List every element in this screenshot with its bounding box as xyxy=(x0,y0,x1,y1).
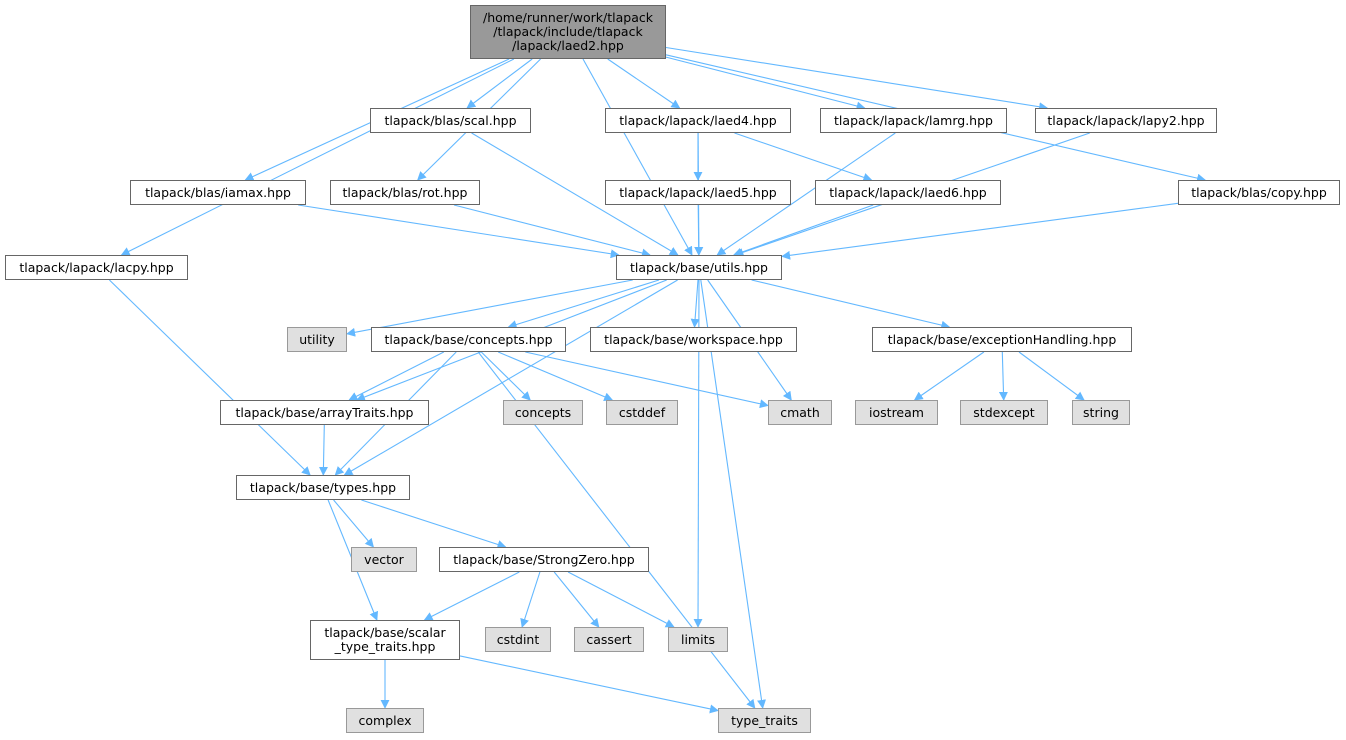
node-scalartraits[interactable]: tlapack/base/scalar _type_traits.hpp xyxy=(310,620,460,660)
edge-iamax-to-utils xyxy=(298,204,620,259)
node-rot[interactable]: tlapack/blas/rot.hpp xyxy=(330,180,480,205)
edge-exception-to-string xyxy=(1018,351,1085,401)
node-lapy2[interactable]: tlapack/lapack/lapy2.hpp xyxy=(1035,108,1217,133)
node-string: string xyxy=(1072,400,1130,425)
edge-root-to-lamrg xyxy=(665,56,866,111)
edge-concepts_hpp-to-cstddef xyxy=(497,351,614,402)
node-lacpy[interactable]: tlapack/lapack/lacpy.hpp xyxy=(5,255,188,280)
node-complex: complex xyxy=(346,708,424,733)
node-copy[interactable]: tlapack/blas/copy.hpp xyxy=(1178,180,1340,205)
node-iamax[interactable]: tlapack/blas/iamax.hpp xyxy=(130,180,306,205)
node-concepts-hpp[interactable]: tlapack/base/concepts.hpp xyxy=(371,327,566,352)
edge-types-to-strongzero xyxy=(361,499,507,549)
node-type-traits: type_traits xyxy=(718,708,811,733)
edge-root-to-scal xyxy=(466,58,533,109)
node-laed4[interactable]: tlapack/lapack/laed4.hpp xyxy=(605,108,791,133)
node-cmath: cmath xyxy=(768,400,832,425)
edge-exception-to-stdexcept xyxy=(998,351,1008,401)
edge-strongzero-to-cassert xyxy=(553,571,600,628)
edge-lacpy-to-types xyxy=(109,279,311,476)
edge-root-to-lapy2 xyxy=(665,46,1049,112)
edge-exception-to-iostream xyxy=(913,351,985,401)
edge-concepts_hpp-to-arraytraits xyxy=(348,351,445,401)
node-strongzero[interactable]: tlapack/base/StrongZero.hpp xyxy=(439,547,649,572)
node-workspace[interactable]: tlapack/base/workspace.hpp xyxy=(590,327,797,352)
edge-scal-to-utils xyxy=(471,132,679,256)
node-lamrg[interactable]: tlapack/lapack/lamrg.hpp xyxy=(820,108,1007,133)
edge-lamrg-to-utils xyxy=(716,132,896,256)
edge-laed6-to-utils xyxy=(732,204,874,257)
node-concepts: concepts xyxy=(503,400,583,425)
edge-utils-to-workspace xyxy=(690,279,700,328)
edge-utils-to-types xyxy=(343,279,678,476)
edge-utils-to-utility xyxy=(346,279,633,337)
node-cstddef: cstddef xyxy=(606,400,678,425)
node-laed5[interactable]: tlapack/lapack/laed5.hpp xyxy=(605,180,791,205)
edge-utils-to-exception xyxy=(751,279,951,330)
node-utility: utility xyxy=(287,327,347,352)
node-cstdint: cstdint xyxy=(485,627,551,652)
edge-root-to-utils xyxy=(582,58,693,256)
edge-root-to-laed4 xyxy=(607,58,681,109)
node-cassert: cassert xyxy=(574,627,644,652)
edge-utils-to-limits xyxy=(693,279,703,628)
edge-scalartraits-to-type_traits xyxy=(459,655,719,714)
edge-laed5-to-utils xyxy=(694,204,704,256)
edge-strongzero-to-cstdint xyxy=(520,571,541,628)
node-utils[interactable]: tlapack/base/utils.hpp xyxy=(616,255,782,280)
edge-utils-to-concepts_hpp xyxy=(507,279,660,329)
node-limits: limits xyxy=(668,627,728,652)
edge-arraytraits-to-types xyxy=(318,424,328,476)
edge-laed4-to-laed6 xyxy=(734,132,873,182)
edge-layer xyxy=(109,46,1207,714)
node-laed6[interactable]: tlapack/lapack/laed6.hpp xyxy=(815,180,1001,205)
edge-copy-to-utils xyxy=(781,202,1179,260)
edge-concepts_hpp-to-cmath xyxy=(525,351,769,409)
edge-strongzero-to-scalartraits xyxy=(423,571,520,621)
edge-strongzero-to-limits xyxy=(567,571,675,628)
node-scal[interactable]: tlapack/blas/scal.hpp xyxy=(370,108,531,133)
edge-types-to-vector xyxy=(333,499,374,548)
node-root[interactable]: /home/runner/work/tlapack /tlapack/inclu… xyxy=(470,5,666,59)
edge-root-to-lacpy xyxy=(120,58,515,256)
edge-rot-to-utils xyxy=(453,204,651,258)
node-stdexcept: stdexcept xyxy=(960,400,1048,425)
node-arraytraits[interactable]: tlapack/base/arrayTraits.hpp xyxy=(220,400,429,425)
node-types[interactable]: tlapack/base/types.hpp xyxy=(236,475,410,500)
node-iostream: iostream xyxy=(855,400,938,425)
node-vector: vector xyxy=(351,547,417,572)
edge-concepts_hpp-to-concepts xyxy=(480,351,531,401)
node-exception[interactable]: tlapack/base/exceptionHandling.hpp xyxy=(872,327,1132,352)
